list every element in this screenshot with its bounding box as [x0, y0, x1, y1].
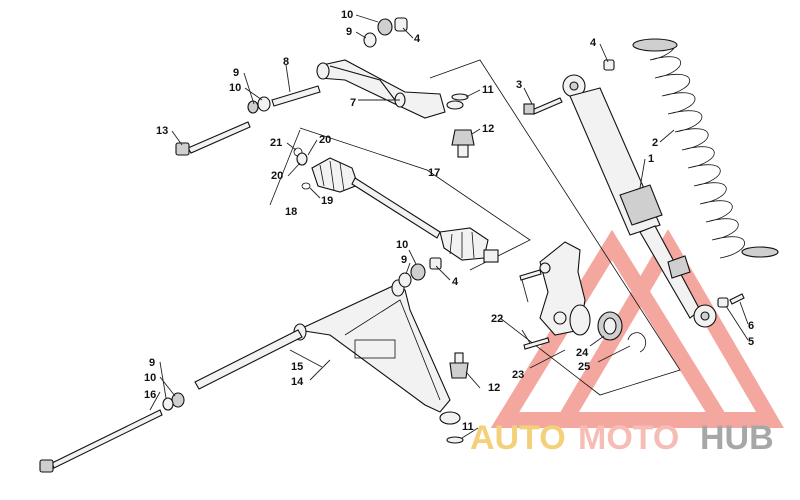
callout-13: 13: [156, 125, 168, 137]
lower-ball-joint-12: [449, 362, 469, 379]
callout-23: 23: [512, 369, 524, 381]
callout-10: 10: [144, 372, 156, 384]
axle-group-outline: [299, 127, 531, 271]
callout-24: 24: [576, 347, 589, 359]
lower-ball-joint-stud-12: [454, 352, 464, 364]
steering-knuckle: [539, 241, 591, 336]
lower-front-bushing-10: [410, 263, 426, 281]
upper-sleeve-9: [363, 32, 377, 48]
shock-absorber: [562, 74, 717, 328]
seal-20a: [296, 152, 308, 166]
callout-7: 7: [350, 97, 356, 109]
watermark-text-auto: AUTO: [470, 419, 566, 457]
callout-9: 9: [149, 357, 155, 369]
callout-9: 9: [346, 26, 352, 38]
drive-axle: [311, 157, 499, 263]
callout-6: 6: [748, 320, 754, 332]
callout-22: 22: [491, 313, 503, 325]
callout-14: 14: [291, 376, 304, 388]
leader-lines: [149, 14, 749, 439]
upper-bushing-10: [377, 18, 393, 36]
callout-10: 10: [396, 239, 408, 251]
knuckle-group-outline: [429, 59, 681, 396]
callout-25: 25: [578, 361, 590, 373]
shock-bolt-6: [729, 293, 745, 305]
ball-joint-stud-12: [457, 144, 469, 158]
callout-10: 10: [229, 82, 241, 94]
lower-front-nut-4: [429, 257, 442, 270]
shock-nut-5: [717, 297, 729, 308]
callout-20: 20: [319, 134, 331, 146]
callout-11: 11: [482, 84, 494, 96]
lower-snap-ring-11: [446, 436, 464, 444]
callout-19: 19: [321, 195, 333, 207]
lower-a-arm: [293, 279, 461, 425]
shock-bolt-head-3: [523, 103, 535, 115]
knuckle-bolt-bottom: [523, 337, 550, 350]
coil-spring: [632, 38, 779, 259]
upper-nut-4: [394, 17, 408, 32]
callout-4: 4: [414, 33, 421, 45]
upper-a-arm: [316, 59, 464, 119]
callout-4: 4: [452, 276, 459, 288]
callout-16: 16: [144, 389, 156, 401]
watermark-text-moto: MOTO: [578, 419, 679, 457]
callout-12: 12: [482, 123, 494, 135]
callout-10: 10: [341, 9, 353, 21]
shock-nut-4: [603, 59, 615, 71]
callout-8: 8: [283, 56, 289, 68]
callout-20: 20: [271, 170, 283, 182]
knuckle-bolt-top: [519, 269, 542, 281]
callout-21: 21: [270, 137, 282, 149]
lower-bolt-head-16: [39, 459, 54, 473]
upper-bolt-13: [187, 121, 251, 154]
ball-joint-12: [451, 129, 475, 146]
upper-bushing-10b: [257, 96, 271, 112]
lower-sleeve-15: [194, 329, 303, 390]
callout-11: 11: [462, 421, 474, 433]
callout-3: 3: [516, 79, 522, 91]
axle-group-outline-left: [269, 129, 301, 206]
callout-15: 15: [291, 361, 303, 373]
watermark-text-hub: HUB: [700, 419, 774, 457]
callout-1: 1: [648, 153, 654, 165]
clamp-19: [301, 182, 311, 190]
upper-bolt-head-13: [175, 142, 190, 156]
callout-12: 12: [488, 382, 500, 394]
callout-4: 4: [590, 37, 597, 49]
watermark-logo: AUTO MOTO HUB: [470, 229, 784, 457]
callout-labels: 10 9 4 9 8 10 7 11 13 12 21 20 20 17 19 …: [144, 9, 754, 433]
upper-sleeve-8: [271, 85, 321, 107]
snap-ring-11: [451, 93, 469, 101]
lower-sleeve-9: [162, 397, 174, 411]
callout-9: 9: [401, 254, 407, 266]
shock-bolt-3: [531, 97, 563, 115]
callout-2: 2: [652, 137, 658, 149]
callout-9: 9: [233, 67, 239, 79]
callout-18: 18: [285, 206, 297, 218]
upper-sleeve-9b: [247, 100, 259, 114]
callout-5: 5: [748, 336, 754, 348]
lower-front-sleeve-9: [398, 272, 412, 288]
snap-ring-25: [627, 332, 647, 353]
callout-17: 17: [428, 167, 440, 179]
bearing-24-inner: [603, 317, 617, 335]
lower-bolt-16: [51, 409, 163, 469]
